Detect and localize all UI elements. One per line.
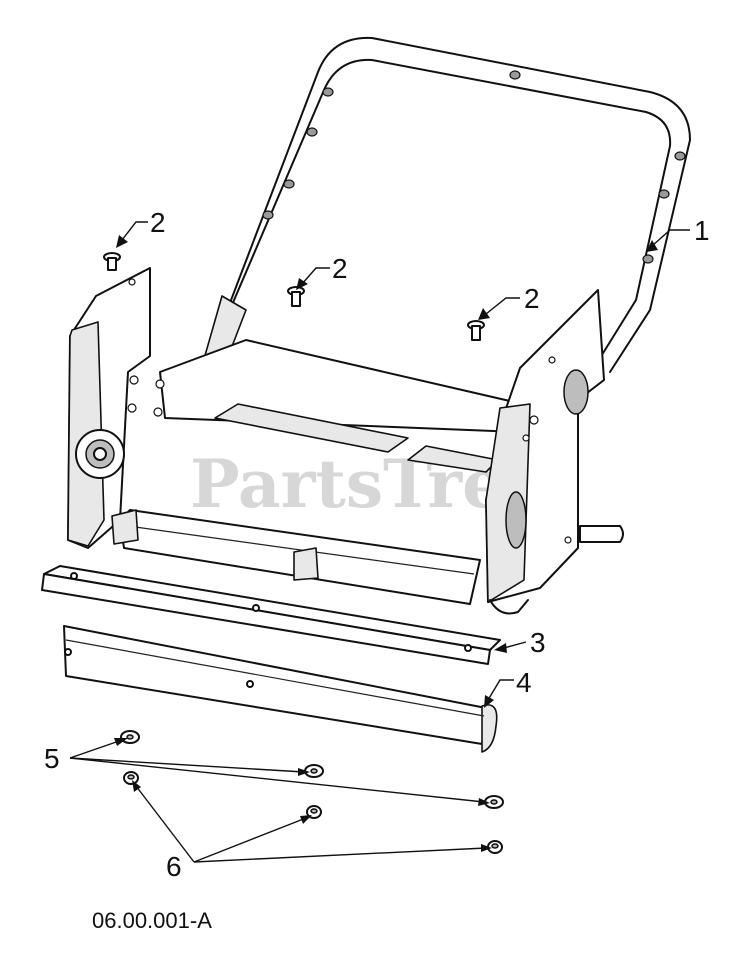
nut-part-6-c bbox=[487, 840, 503, 854]
nut-part-6-a bbox=[123, 771, 139, 785]
callout-5: 5 bbox=[44, 743, 60, 774]
callout-2-right: 2 bbox=[524, 283, 540, 314]
washer-part-5-b bbox=[304, 764, 324, 778]
drawing-code: 06.00.001-A bbox=[92, 908, 212, 933]
bolt-part-2-center bbox=[287, 286, 305, 307]
callout-2-center: 2 bbox=[332, 253, 348, 284]
front-rail-part-3 bbox=[41, 565, 501, 665]
callout-3: 3 bbox=[530, 627, 546, 658]
callout-2-left: 2 bbox=[150, 207, 166, 238]
callout-6: 6 bbox=[166, 851, 182, 882]
washer-part-5-c bbox=[484, 795, 504, 809]
nut-part-6-b bbox=[306, 805, 322, 819]
bolt-part-2-right bbox=[467, 320, 485, 341]
seat-frame-part-1 bbox=[67, 36, 691, 615]
callout-1: 1 bbox=[694, 215, 710, 246]
callout-4: 4 bbox=[516, 667, 532, 698]
bolt-part-2-left bbox=[103, 252, 121, 271]
leader-lines bbox=[69, 221, 690, 863]
washer-part-5-a bbox=[120, 730, 140, 744]
lower-trim-part-4 bbox=[63, 625, 498, 753]
